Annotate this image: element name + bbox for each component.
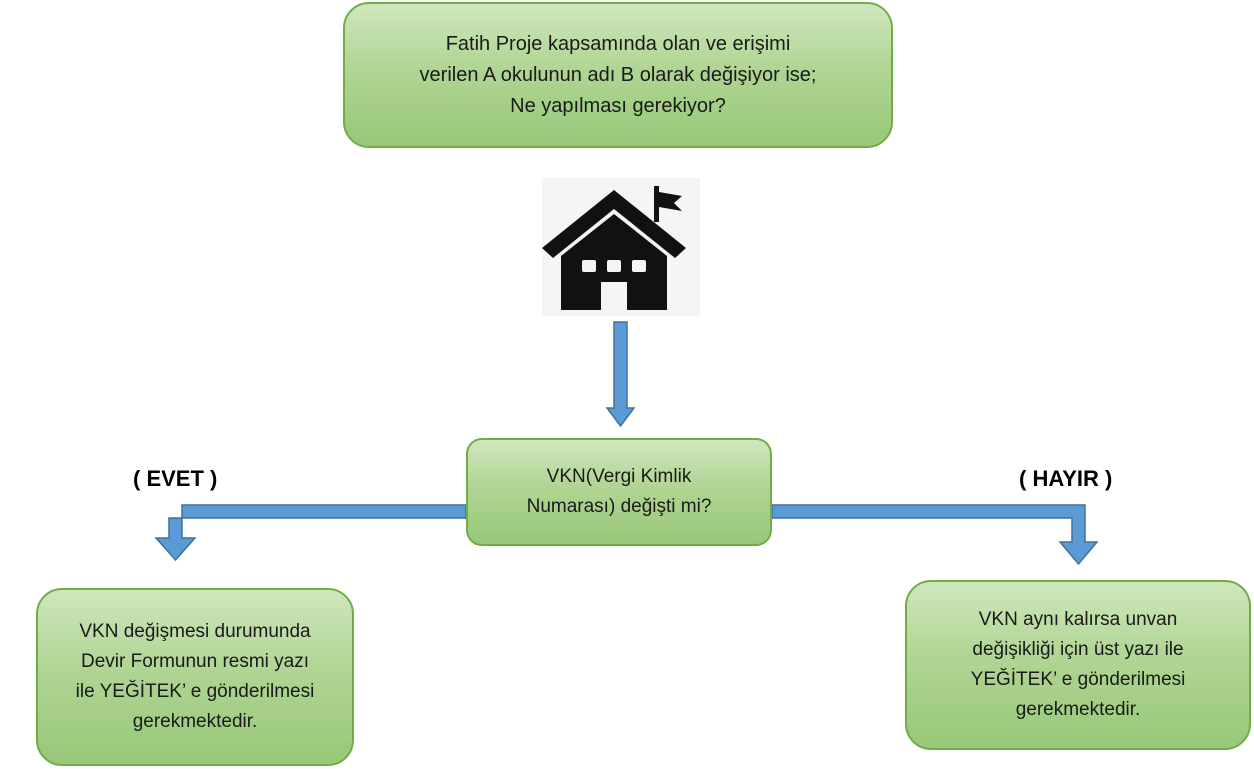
no-result-box: VKN aynı kalırsa unvan değişikliği için … [905,580,1251,750]
decision-line-2: Numarası) değişti mi? [526,496,712,517]
yes-line-1: VKN değişmesi durumunda [79,621,311,642]
yes-line-2: Devir Formunun resmi yazı [80,651,310,672]
question-box: Fatih Proje kapsamında olan ve erişimi v… [343,2,893,148]
question-line-1: Fatih Proje kapsamında olan ve erişimi [445,32,791,55]
yes-arrow [154,504,467,562]
no-line-2: değişikliği için üst yazı ile [972,639,1184,660]
no-arrow [771,504,1099,566]
yes-label: ( EVET ) [133,466,218,491]
yes-line-3: ile YEĞİTEK’ e gönderilmesi [75,681,315,702]
no-line-1: VKN aynı kalırsa unvan [978,609,1178,630]
no-line-3: YEĞİTEK’ e gönderilmesi [970,669,1186,690]
decision-box: VKN(Vergi Kimlik Numarası) değişti mi? [466,438,772,546]
school-building-icon [542,178,700,316]
question-line-3: Ne yapılması gerekiyor? [510,94,726,117]
down-arrow [605,321,636,428]
yes-result-box: VKN değişmesi durumunda Devir Formunun r… [36,588,354,766]
decision-line-1: VKN(Vergi Kimlik [546,466,692,487]
no-label: ( HAYIR ) [1019,466,1113,491]
no-line-4: gerekmektedir. [1015,699,1141,720]
yes-line-4: gerekmektedir. [132,711,258,732]
question-line-2: verilen A okulunun adı B olarak değişiyo… [419,63,817,86]
